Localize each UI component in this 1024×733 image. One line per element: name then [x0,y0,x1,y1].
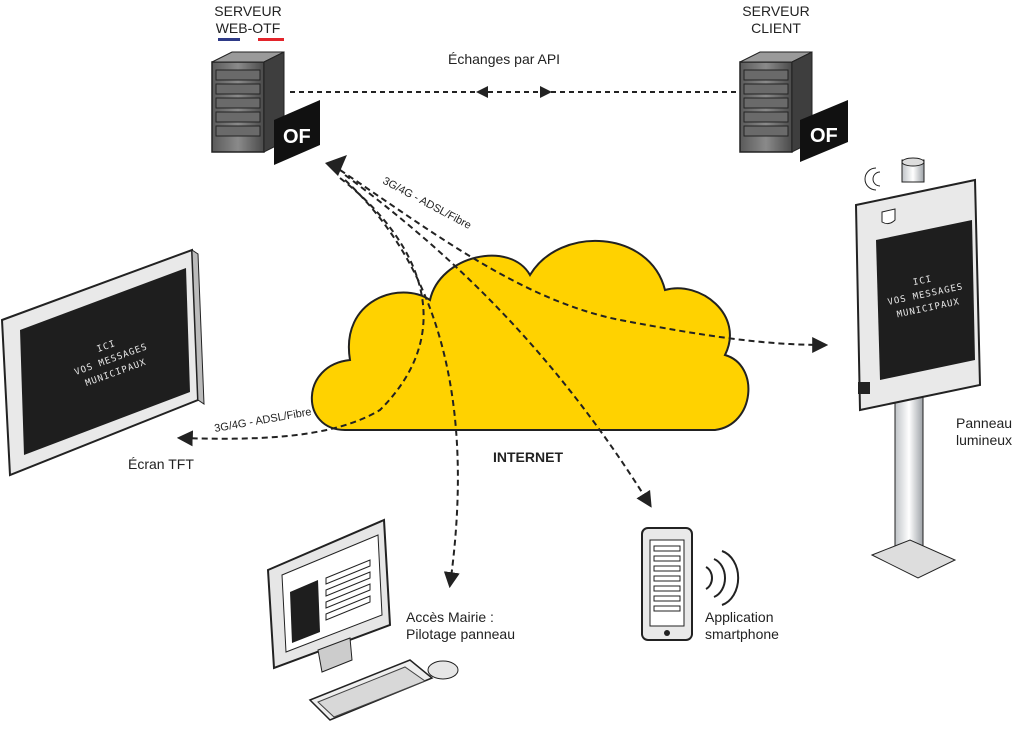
api-label: Échanges par API [448,51,560,67]
tft-label: Écran TFT [128,456,194,472]
mairie-label: Accès Mairie : Pilotage panneau [406,609,515,642]
internet-cloud [310,239,750,431]
panel-label: Panneau lumineux [956,415,1013,448]
connection-label-left: 3G/4G - ADSL/Fibre [213,406,312,435]
desktop-computer [266,518,459,721]
flag-blue-line [218,38,240,41]
signal-waves-icon [705,550,740,606]
connection-label-top: 3G/4G - ADSL/Fibre [381,175,474,232]
svg-text:OF: OF [810,125,838,147]
tft-screen [0,248,205,477]
svg-text:ICI: ICI [912,274,933,288]
connection-lines [176,169,829,589]
smartphone [641,527,693,641]
client-server-icon [739,51,813,153]
otf-server-icon [211,51,285,153]
svg-text:OF: OF [283,126,311,148]
client-server-label: SERVEUR CLIENT [742,3,810,36]
light-panel [854,157,982,579]
otf-server-label: SERVEUR WEB-OTF [214,3,282,36]
inbound-arrow-icon [325,155,347,176]
otf-logo-icon: OF [274,100,320,165]
client-logo-icon: OF [800,100,848,162]
api-arrow-heads [476,86,552,98]
app-label: Application smartphone [705,609,779,642]
internet-label: INTERNET [493,449,563,465]
flag-red-line [258,38,284,41]
